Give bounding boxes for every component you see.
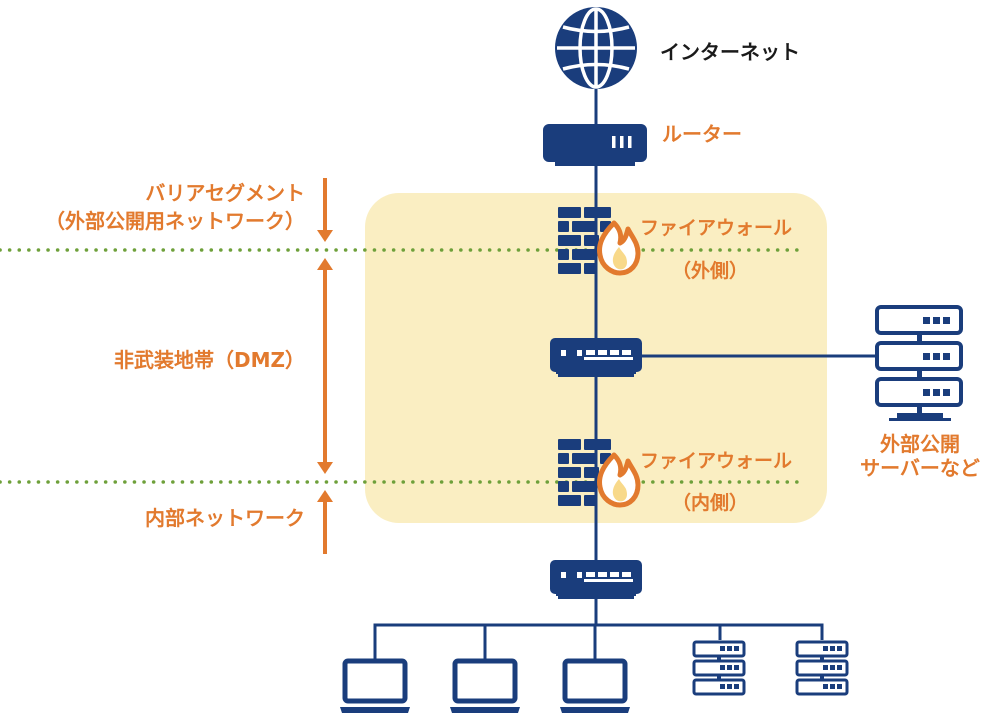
internal-network-arrow <box>317 490 333 554</box>
router-label: ルーター <box>662 122 742 146</box>
firewall-outer-label: ファイアウォール <box>640 217 793 239</box>
server-rack-icon-public <box>875 305 963 423</box>
barrier-segment-sublabel: （外部公開用ネットワーク） <box>45 209 305 233</box>
laptop-icon-1 <box>340 661 410 713</box>
firewall-inner-label: ファイアウォール <box>640 450 793 472</box>
dmz-label: 非武装地帯（DMZ） <box>113 348 305 372</box>
barrier-segment-arrow <box>317 178 333 242</box>
network-switch-icon-dmz <box>550 338 642 377</box>
router-icon <box>543 124 647 166</box>
laptop-icon-3 <box>560 661 630 713</box>
internal-network-label: 内部ネットワーク <box>145 506 305 530</box>
firewall-outer-side-label: （外側） <box>672 260 749 282</box>
internet-label: インターネット <box>660 40 800 64</box>
connection-lines <box>373 85 880 663</box>
server-rack-icon-internal-1 <box>692 640 746 696</box>
laptop-icon-2 <box>450 661 520 713</box>
network-switch-icon-internal <box>550 560 642 599</box>
public-servers-label: 外部公開 <box>880 432 960 456</box>
public-servers-sublabel: サーバーなど <box>860 456 980 480</box>
dmz-arrow <box>317 258 333 474</box>
server-rack-icon-internal-2 <box>795 640 849 696</box>
barrier-segment-label: バリアセグメント <box>145 181 305 205</box>
firewall-inner-side-label: （内側） <box>672 492 749 514</box>
globe-icon <box>555 7 637 89</box>
